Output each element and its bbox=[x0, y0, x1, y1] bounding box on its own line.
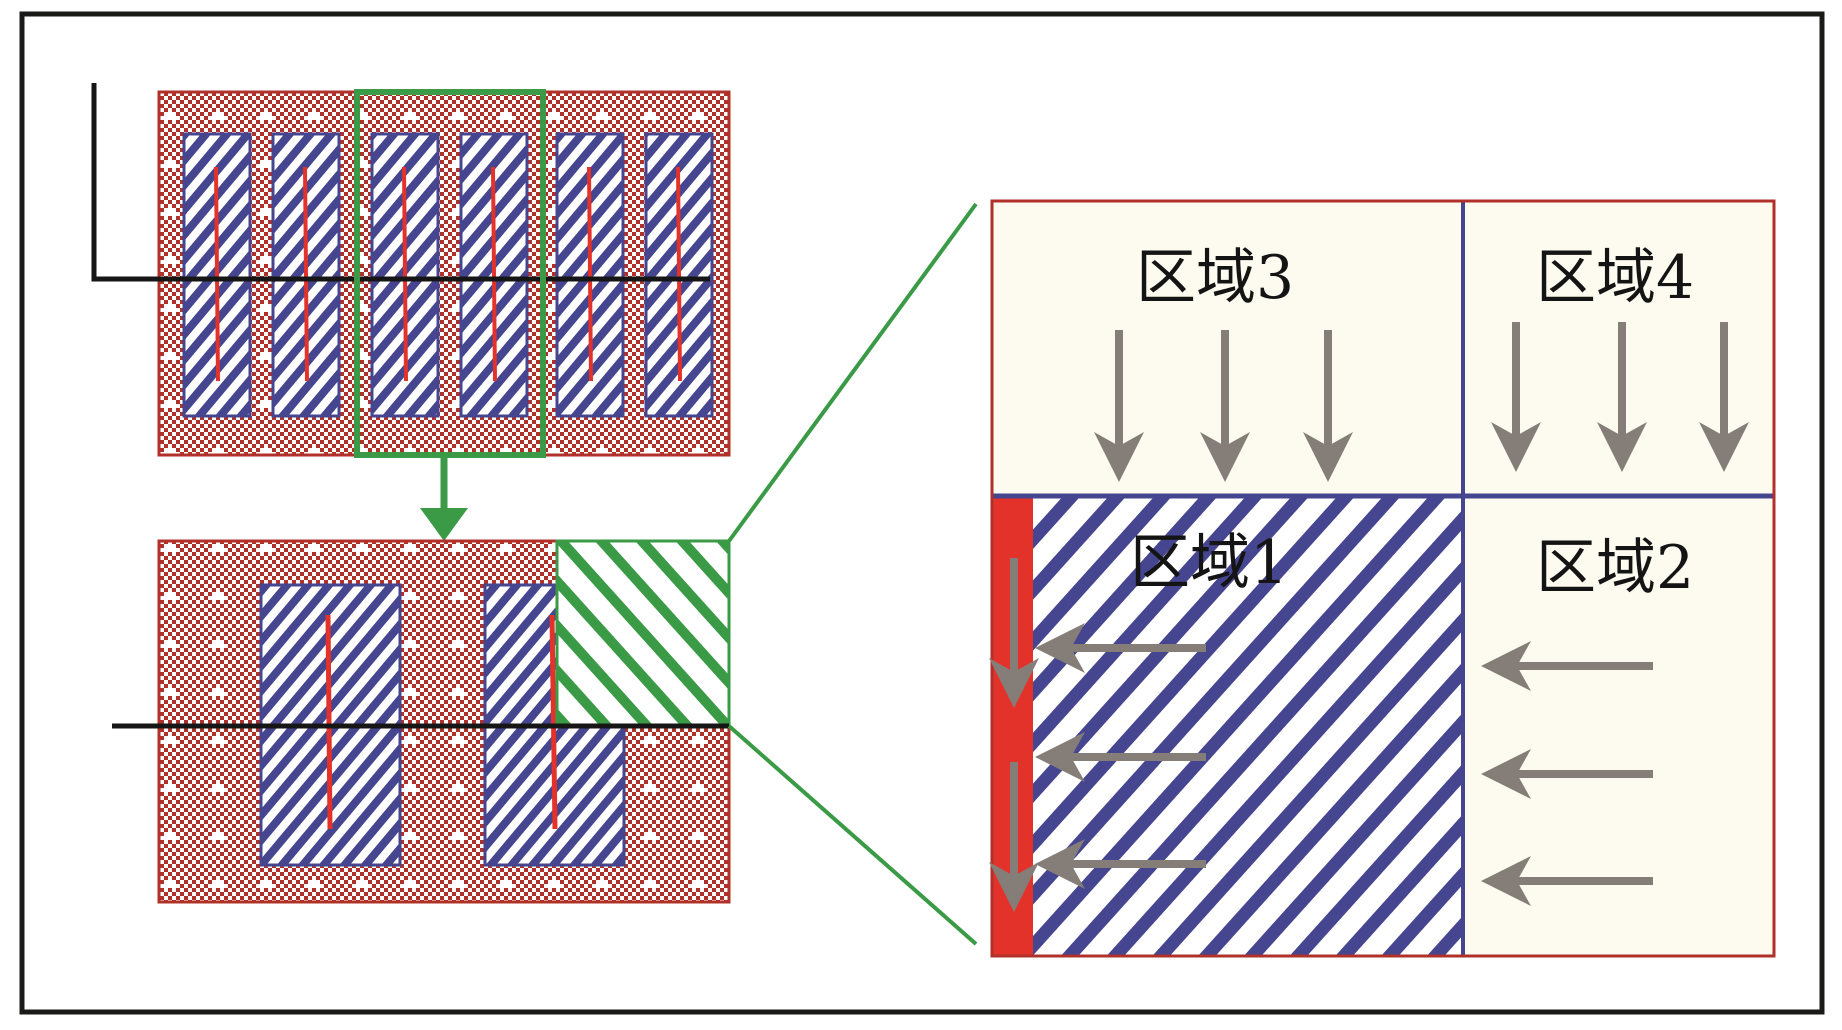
transition-arrow bbox=[420, 458, 468, 541]
overview-top-fault-4 bbox=[491, 166, 497, 382]
zone4-down-arrow-icon bbox=[1597, 322, 1647, 472]
detail-panel: 区域3 区域4 区域1 区域2 bbox=[989, 199, 1776, 958]
roadway-line-top bbox=[91, 83, 710, 282]
overview-top-fault-3 bbox=[402, 166, 408, 382]
flow-arrows bbox=[989, 322, 1749, 912]
zone2-label: 区域2 bbox=[1536, 533, 1694, 603]
highlight-frame-top bbox=[354, 89, 546, 458]
overview-top bbox=[91, 83, 731, 458]
overview-bottom bbox=[112, 539, 731, 904]
zoom-connector-top bbox=[727, 202, 978, 543]
overview-top-host-rock bbox=[157, 90, 731, 457]
overview-top-fault-1 bbox=[214, 166, 220, 382]
detail-panel-border bbox=[990, 199, 1776, 958]
zone1-left-arrow-icon bbox=[1035, 623, 1206, 673]
zone2-left-arrow-icon bbox=[1481, 641, 1653, 691]
zone3-down-arrow-icon bbox=[1094, 330, 1144, 482]
boundary-down-arrow-icon bbox=[989, 558, 1039, 708]
overview-top-fault-6 bbox=[676, 166, 682, 382]
zone4-down-arrow-icon bbox=[1699, 322, 1749, 472]
zone1-left-arrow-icon bbox=[1035, 839, 1206, 889]
zone4-label: 区域4 bbox=[1536, 243, 1694, 313]
zone3-down-arrow-icon bbox=[1303, 330, 1353, 482]
overview-bottom-fault-1 bbox=[325, 614, 333, 830]
zone1-label: 区域1 bbox=[1130, 528, 1288, 598]
zone3-label: 区域3 bbox=[1136, 243, 1294, 313]
zone4-down-arrow-icon bbox=[1491, 322, 1541, 472]
overview-top-fault-2 bbox=[303, 166, 309, 382]
overview-bottom-fault-2 bbox=[549, 614, 558, 830]
overview-top-blocks bbox=[182, 132, 714, 418]
zone1-left-arrow-icon bbox=[1035, 732, 1206, 782]
boundary-down-arrow-icon bbox=[989, 762, 1039, 912]
zoom-connector-bottom bbox=[727, 724, 978, 946]
zone3-down-arrow-icon bbox=[1200, 330, 1250, 482]
detail-source-area bbox=[555, 539, 731, 728]
zone2-left-arrow-icon bbox=[1481, 749, 1653, 799]
zone2-left-arrow-icon bbox=[1481, 856, 1653, 906]
overview-top-fault-5 bbox=[587, 166, 593, 382]
